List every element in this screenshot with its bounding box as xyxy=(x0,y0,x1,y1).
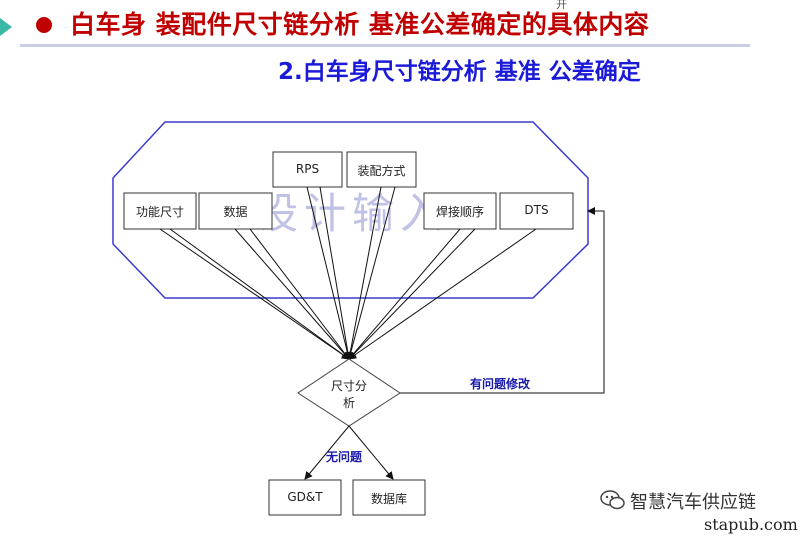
data-label: 数据 xyxy=(223,205,248,219)
assembly-method-box xyxy=(346,151,417,188)
arrow-function-size xyxy=(159,228,350,360)
function-size-box xyxy=(123,192,197,230)
gdt-box xyxy=(268,479,342,516)
assembly-method-label: 装配方式 xyxy=(357,164,406,178)
size-analysis-label-line2: 析 xyxy=(342,396,355,410)
dts-label: DTS xyxy=(524,203,549,217)
arrow-welding-order xyxy=(348,228,461,360)
arrow-assembly-method xyxy=(346,186,382,360)
database-label: 数据库 xyxy=(370,492,407,506)
welding-order-box xyxy=(423,192,497,230)
data-box xyxy=(198,192,273,230)
arrow-rps xyxy=(306,186,352,360)
design-input-octagon xyxy=(112,121,589,299)
corner-accent xyxy=(0,18,12,36)
edge-label-problem: 有问题修改 xyxy=(470,377,531,391)
page-title: 白车身 装配件尺寸链分析 基准公差确定的具体内容 xyxy=(70,10,650,39)
function-size-label: 功能尺寸 xyxy=(135,205,184,219)
title-bullet xyxy=(36,17,52,33)
arrow-dts xyxy=(348,228,537,360)
arrow-to-database xyxy=(348,425,394,480)
wechat-icon xyxy=(600,490,625,510)
size-analysis-label-line1: 尺寸分 xyxy=(330,379,367,393)
dts-box xyxy=(499,192,574,230)
title-divider xyxy=(20,44,750,47)
rps-box xyxy=(272,151,343,188)
rps-label: RPS xyxy=(295,162,320,176)
site-url[interactable]: stapub.com xyxy=(704,515,798,534)
welding-order-label: 焊接顺序 xyxy=(435,205,484,219)
brand-name: 智慧汽车供应链 xyxy=(630,492,756,513)
arrow-data xyxy=(234,228,350,360)
gdt-label: GD&T xyxy=(287,490,323,504)
feedback-arrow xyxy=(400,207,605,394)
page-subtitle: 2.白车身尺寸链分析 基准 公差确定 xyxy=(278,59,641,85)
database-box xyxy=(352,479,426,516)
title-note: 开 xyxy=(556,0,567,11)
arrow-to-gdt xyxy=(304,425,350,480)
edge-label-ok: 无问题 xyxy=(326,450,363,464)
design-input-watermark: 设计输入 xyxy=(256,189,449,238)
